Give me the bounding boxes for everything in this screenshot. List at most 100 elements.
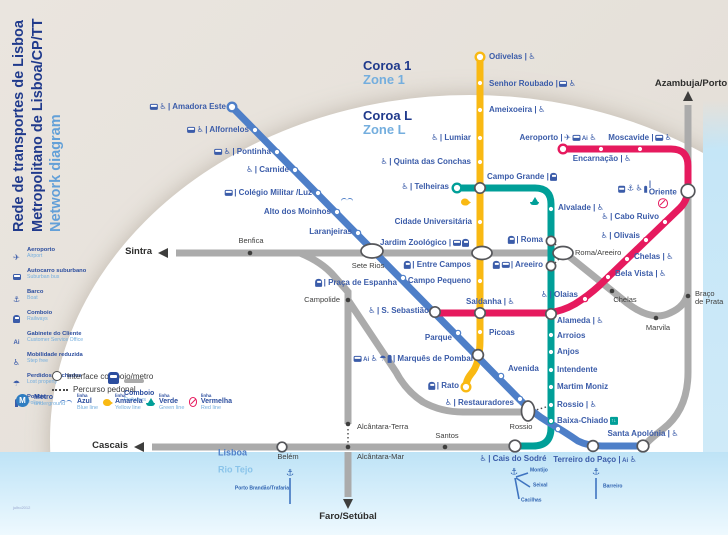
station-cabo-ruivo-text: | Cabo Ruivo — [610, 211, 659, 221]
station-arroios: Arroios — [557, 331, 585, 340]
ferry-belem-anchor: ⚓ — [286, 467, 294, 477]
line-prefix-label: linha — [115, 393, 126, 398]
parque-station-dot — [454, 329, 462, 337]
avenida-station-dot — [497, 372, 505, 380]
line-pt-label: Vermelha — [200, 398, 232, 405]
legend-comboio-en: Railways — [124, 397, 147, 403]
station-avenida: Avenida — [508, 364, 539, 373]
tejo-east-water — [703, 100, 728, 456]
bus-icon — [353, 355, 362, 363]
station-intendente: Intendente — [557, 365, 597, 374]
station-anjos-text: Anjos — [557, 346, 580, 356]
wc-icon — [624, 155, 631, 163]
station-chelas-metro: Chelas | — [634, 252, 673, 261]
station-martim-moniz: Martim Moniz — [557, 381, 609, 391]
station-oriente-text: | Oriente — [648, 179, 677, 197]
station-alameda: Alameda | — [557, 315, 603, 325]
ferry-seixal-text: Seixal — [533, 482, 548, 489]
seagull-icon — [341, 197, 354, 203]
station-picoas: Picoas — [489, 328, 515, 337]
anjos-station-dot — [547, 348, 555, 356]
wc-icon — [671, 430, 678, 438]
amadora-este-station-dot — [226, 101, 238, 113]
service-en-label: Boat — [27, 295, 38, 301]
ameixoeira-station-dot — [476, 106, 484, 114]
station-rato-text: | Rato — [436, 380, 459, 390]
ferry-cacilhas: Cacilhas — [521, 498, 542, 503]
station-jardim-zoologico-text: Jardim Zoológico | — [380, 237, 452, 247]
rossio-rail-station-dot — [520, 400, 536, 422]
station-colegio-militar-text: | Colégio Militar /Luz — [234, 187, 312, 197]
bus-icon — [501, 261, 510, 269]
title-line-operators: Metropolitano de Lisboa/CP/TT — [29, 18, 46, 232]
service-pt-label: Aeroporto — [27, 247, 56, 253]
bus-icon — [214, 148, 223, 156]
station-colegio-militar: | Colégio Militar /Luz — [224, 187, 312, 197]
line-en-label: Yellow line — [115, 405, 141, 411]
anchor-icon — [627, 185, 634, 193]
station-cais-do-sodre-text: | Cais do Sodré — [488, 453, 547, 463]
rail-roma-areeiro: Roma/Areeiro — [575, 249, 621, 257]
wc-icon — [659, 270, 666, 278]
rail-sete-rios-text: Sete Rios — [351, 261, 385, 271]
benfica-station-dot — [247, 250, 253, 256]
rail-alcantara-terra: Alcântara-Terra — [357, 423, 408, 431]
wc-icon — [590, 401, 597, 409]
lift-icon — [609, 417, 618, 425]
station-odivelas-text: Odivelas | — [489, 51, 527, 61]
rossio-walk-link — [535, 406, 547, 411]
rail-alcantara-terra-text: Alcântara-Terra — [357, 422, 409, 432]
station-baixa-chiado: Baixa-Chiado — [557, 416, 618, 425]
wc-icon — [508, 298, 515, 306]
station-alameda-text: Alameda | — [557, 315, 595, 325]
roma-walk-link — [554, 243, 561, 250]
info-icon — [363, 355, 369, 363]
zone-coroa-1: Coroa 1 — [363, 59, 411, 73]
bus-icon — [224, 189, 233, 197]
label-lisboa: Lisboa — [218, 447, 247, 457]
alcantara-terra-station-dot — [345, 421, 351, 427]
station-carnide: | Carnide — [246, 165, 289, 174]
zone-coroa-l-text: Coroa L — [363, 108, 413, 124]
yellow-line-logo — [461, 198, 471, 206]
lumiar-station-dot — [476, 134, 484, 142]
service-pt-label: Mobilidade reduzida — [27, 352, 83, 358]
ferry-cacilhas-text: Cacilhas — [521, 497, 542, 504]
title-line-en: Network diagram — [48, 114, 64, 232]
station-s-sebastiao: | S. Sebastião — [368, 306, 429, 315]
train-icon — [13, 315, 20, 323]
railway-line-sample — [124, 378, 144, 383]
station-martim-moniz-text: Martim Moniz — [557, 381, 609, 391]
cabo-ruivo-station-dot — [661, 218, 669, 226]
station-rossio-metro: Rossio | — [557, 400, 597, 409]
green-line-logo — [530, 197, 539, 205]
cais-do-sodre-ferry-routes — [514, 472, 531, 500]
rail-chelas: Chelas — [613, 296, 636, 304]
station-areeiro-text: | Areeiro — [510, 259, 543, 269]
rossio-metro-station-dot — [547, 401, 555, 409]
odivelas-station-dot — [474, 51, 486, 63]
wc-icon — [601, 232, 608, 240]
terreiro-do-paco-station-dot — [586, 439, 600, 453]
train-icon — [462, 239, 470, 247]
station-parque: Parque — [425, 333, 452, 342]
wc-icon — [597, 204, 604, 212]
rato-station-dot — [460, 381, 472, 393]
train-icon — [428, 382, 436, 390]
station-alto-dos-moinhos-text: Alto dos Moinhos — [263, 206, 331, 216]
encarnacao-station-dot — [597, 145, 605, 153]
station-encarnacao: Encarnação | — [573, 154, 632, 163]
rossio-railway — [345, 298, 522, 416]
station-pontinha: | Pontinha — [214, 147, 271, 156]
station-marques-de-pombal: | Marquês de Pombal — [353, 354, 473, 363]
station-entre-campos: | Entre Campos — [403, 260, 471, 269]
telheiras-station-dot — [451, 182, 463, 194]
train-icon — [403, 261, 411, 269]
station-areeiro: | Areeiro — [492, 259, 543, 269]
rail-belem-text: Belém — [277, 452, 299, 462]
chelas-metro-station-dot — [623, 255, 631, 263]
service-en-label: Police — [27, 400, 42, 406]
info-icon — [14, 332, 20, 348]
